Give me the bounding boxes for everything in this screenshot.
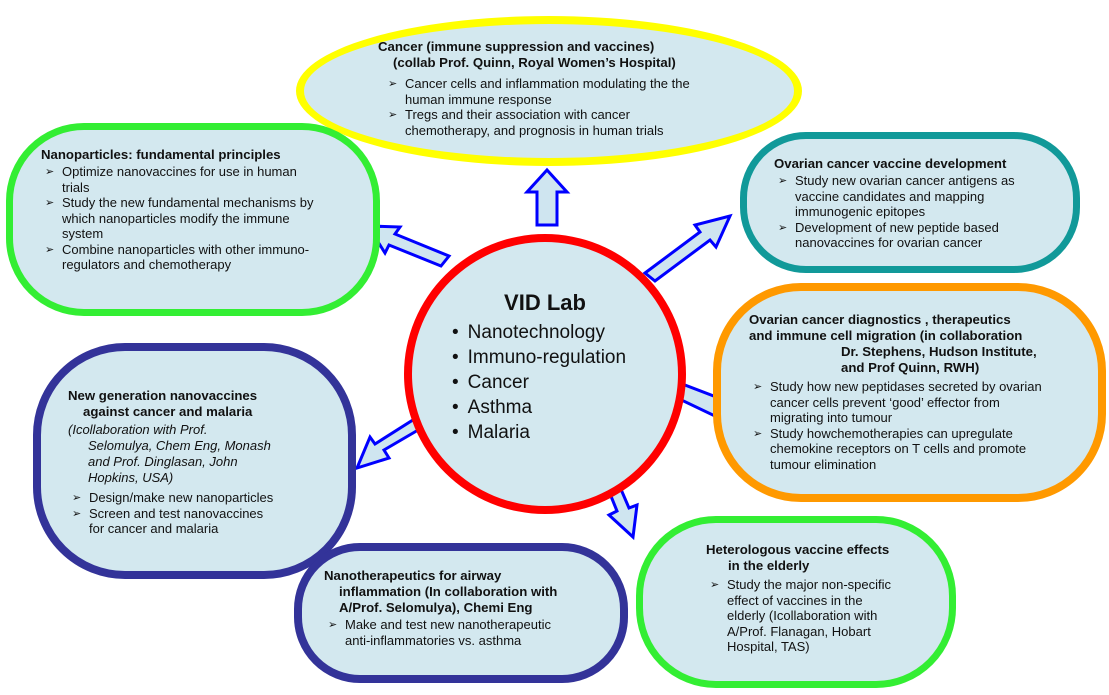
bullet-line: which nanoparticles modify the immune [62, 210, 290, 226]
title-line: Nanotherapeutics for airway [324, 568, 502, 583]
title-line: Ovarian cancer vaccine development [774, 156, 1007, 171]
bullet-line: nanovaccines for ovarian cancer [795, 235, 983, 250]
bullet-line: cancer cells prevent ‘good’ effector fro… [770, 394, 1000, 410]
bullet-line: effect of vaccines in the [727, 592, 863, 608]
bullet-line: Tregs and their association with cancer [405, 107, 630, 122]
title-line: and immune cell migration (in collaborat… [749, 328, 1023, 343]
center-topic-item: Immuno-regulation [452, 345, 626, 370]
bullet-item: Study new ovarian cancer antigens as vac… [774, 173, 1015, 220]
bullet-line: Cancer cells and inflammation modulating… [405, 76, 690, 91]
bullet-item: Optimize nanovaccines for use in human t… [41, 164, 313, 195]
bullet-item: Tregs and their association with cancer … [384, 107, 690, 138]
bullet-line: Make and test new nanotherapeutic [345, 617, 551, 632]
title-line: against cancer and malaria [83, 404, 253, 419]
arrow-to-new-generation [354, 416, 428, 471]
ovarian-vaccine-box: Ovarian cancer vaccine development Study… [740, 132, 1080, 273]
center-topic-list: Nanotechnology Immuno-regulation Cancer … [452, 320, 626, 445]
nanotherapeutics-title: Nanotherapeutics for airway inflammation… [324, 568, 557, 616]
bullet-line: Combine nanoparticles with other immuno- [62, 241, 310, 257]
bullet-item: Design/make new nanoparticles [68, 490, 273, 506]
bullet-item: Screen and test nanovaccines for cancer … [68, 506, 273, 537]
vid-lab-center: VID Lab Nanotechnology Immuno-regulation… [404, 234, 686, 514]
bullet-item: Cancer cells and inflammation modulating… [384, 76, 690, 107]
bullet-line: Study the new fundamental mechanisms by [62, 195, 314, 210]
nanotherapeutics-bullets: Make and test new nanotherapeutic anti-i… [324, 617, 551, 648]
bullet-line: Screen and test nanovaccines [89, 505, 264, 521]
bullet-line: Study new ovarian cancer antigens as [795, 173, 1015, 188]
bullet-line: chemotherapy, and prognosis in human tri… [405, 122, 664, 138]
title-line: Heterologous vaccine effects [706, 542, 890, 557]
center-topic-item: Asthma [452, 395, 626, 420]
bullet-line: anti-inflammatories vs. asthma [345, 632, 522, 648]
bullet-line: Design/make new nanoparticles [89, 490, 274, 505]
center-topic-item: Nanotechnology [452, 320, 626, 345]
bullet-line: migrating into tumour [770, 410, 893, 425]
ovarian-vaccine-bullets: Study new ovarian cancer antigens as vac… [774, 173, 1015, 251]
title-line: in the elderly [728, 558, 810, 573]
bullet-line: chemokine receptors on T cells and promo… [770, 441, 1027, 456]
title-line: (collab Prof. Quinn, Royal Women’s Hospi… [393, 55, 676, 70]
italic-line: (Icollaborаtion with Prof. [68, 422, 208, 437]
bullet-item: Study the new fundamental mechanisms by … [41, 195, 313, 242]
bullet-line: A/Prof. Flanagan, Hobart [727, 623, 871, 639]
bullet-line: human immune response [405, 91, 552, 107]
center-topic-item: Cancer [452, 370, 626, 395]
bullet-item: Study the major non-specific effect of v… [706, 577, 891, 655]
italic-line: Selomulya, Chem Eng, Monash [88, 438, 271, 453]
bullet-line: elderly (Icollaboration with [727, 608, 878, 623]
title-line: Ovarian cancer diagnostics , therapeutic… [749, 312, 1011, 327]
italic-line: and Prof. Dinglasan, John [88, 454, 238, 469]
nanoparticles-bullets: Optimize nanovaccines for use in human t… [41, 164, 313, 273]
bullet-line: system [62, 226, 104, 241]
arrow-to-nanoparticles [365, 224, 452, 268]
bullet-item: Combine nanoparticles with other immuno-… [41, 242, 313, 273]
title-line: New generation nanovaccines [68, 388, 258, 403]
ovarian-diagnostics-box: Ovarian cancer diagnostics , therapeutic… [713, 283, 1106, 502]
arrow-to-cancer-immune [523, 167, 571, 227]
center-title: VID Lab [504, 290, 586, 315]
nanoparticles-title: Nanoparticles: fundamental principles [41, 147, 281, 163]
bullet-line: Study howchemotherapies can upregulate [770, 425, 1013, 441]
bullet-line: for cancer and malaria [89, 521, 219, 536]
bullet-line: Study the major non-specific [727, 577, 892, 592]
bullet-line: Study how new peptidases secreted by ova… [770, 379, 1042, 394]
new-generation-collaboration: (Icollaborаtion with Prof. Selomulya, Ch… [68, 422, 271, 486]
new-generation-box: New generation nanovaccines against canc… [33, 343, 356, 579]
heterologous-bullets: Study the major non-specific effect of v… [706, 577, 891, 655]
bullet-line: trials [62, 179, 90, 195]
title-line: Cancer (immune suppression and vaccines) [378, 39, 655, 54]
bullet-line: Development of new peptide based [795, 219, 999, 235]
heterologous-title: Heterologous vaccine effects in the elde… [706, 542, 889, 574]
title-line: and Prof Quinn, RWH) [841, 360, 980, 375]
bullet-item: Make and test new nanotherapeutic anti-i… [324, 617, 551, 648]
center-topic-item: Malaria [452, 420, 626, 445]
italic-line: Hopkins, USA) [88, 470, 174, 485]
bullet-line: vaccine candidates and mapping [795, 188, 985, 204]
title-line: A/Prof. Selomulya), Chemi Eng [339, 600, 533, 615]
title-line: inflammation (In collaboration with [339, 584, 558, 599]
arrow-to-ovarian-vaccine [642, 213, 733, 283]
bullet-item: Study how new peptidases secreted by ova… [749, 379, 1042, 426]
bullet-line: Hospital, TAS) [727, 639, 810, 654]
nanotherapeutics-box: Nanotherapeutics for airway inflammation… [294, 543, 628, 683]
ovarian-vaccine-title: Ovarian cancer vaccine development [774, 156, 1006, 172]
title-line: Dr. Stephens, Hudson Institute, [841, 344, 1037, 359]
ovarian-diagnostics-title: Ovarian cancer diagnostics , therapeutic… [749, 312, 1037, 376]
cancer-immune-box: Cancer (immune suppression and vaccines)… [296, 16, 802, 166]
cancer-immune-bullets: Cancer cells and inflammation modulating… [384, 76, 690, 138]
title-line: Nanoparticles: fundamental principles [41, 147, 281, 162]
bullet-line: Optimize nanovaccines for use in human [62, 164, 297, 179]
heterologous-box: Heterologous vaccine effects in the elde… [636, 516, 956, 688]
nanoparticles-box: Nanoparticles: fundamental principles Op… [6, 123, 380, 316]
bullet-item: Development of new peptide based nanovac… [774, 220, 1015, 251]
bullet-line: immunogenic epitopes [795, 204, 926, 219]
ovarian-diagnostics-bullets: Study how new peptidases secreted by ova… [749, 379, 1042, 472]
bullet-line: regulators and chemotherapy [62, 257, 232, 272]
bullet-item: Study howchemotherapies can upregulate c… [749, 426, 1042, 473]
new-generation-bullets: Design/make new nanoparticles Screen and… [68, 490, 273, 537]
bullet-line: tumour elimination [770, 456, 877, 472]
cancer-immune-title: Cancer (immune suppression and vaccines)… [378, 39, 676, 71]
new-generation-title: New generation nanovaccines against canc… [68, 388, 257, 420]
